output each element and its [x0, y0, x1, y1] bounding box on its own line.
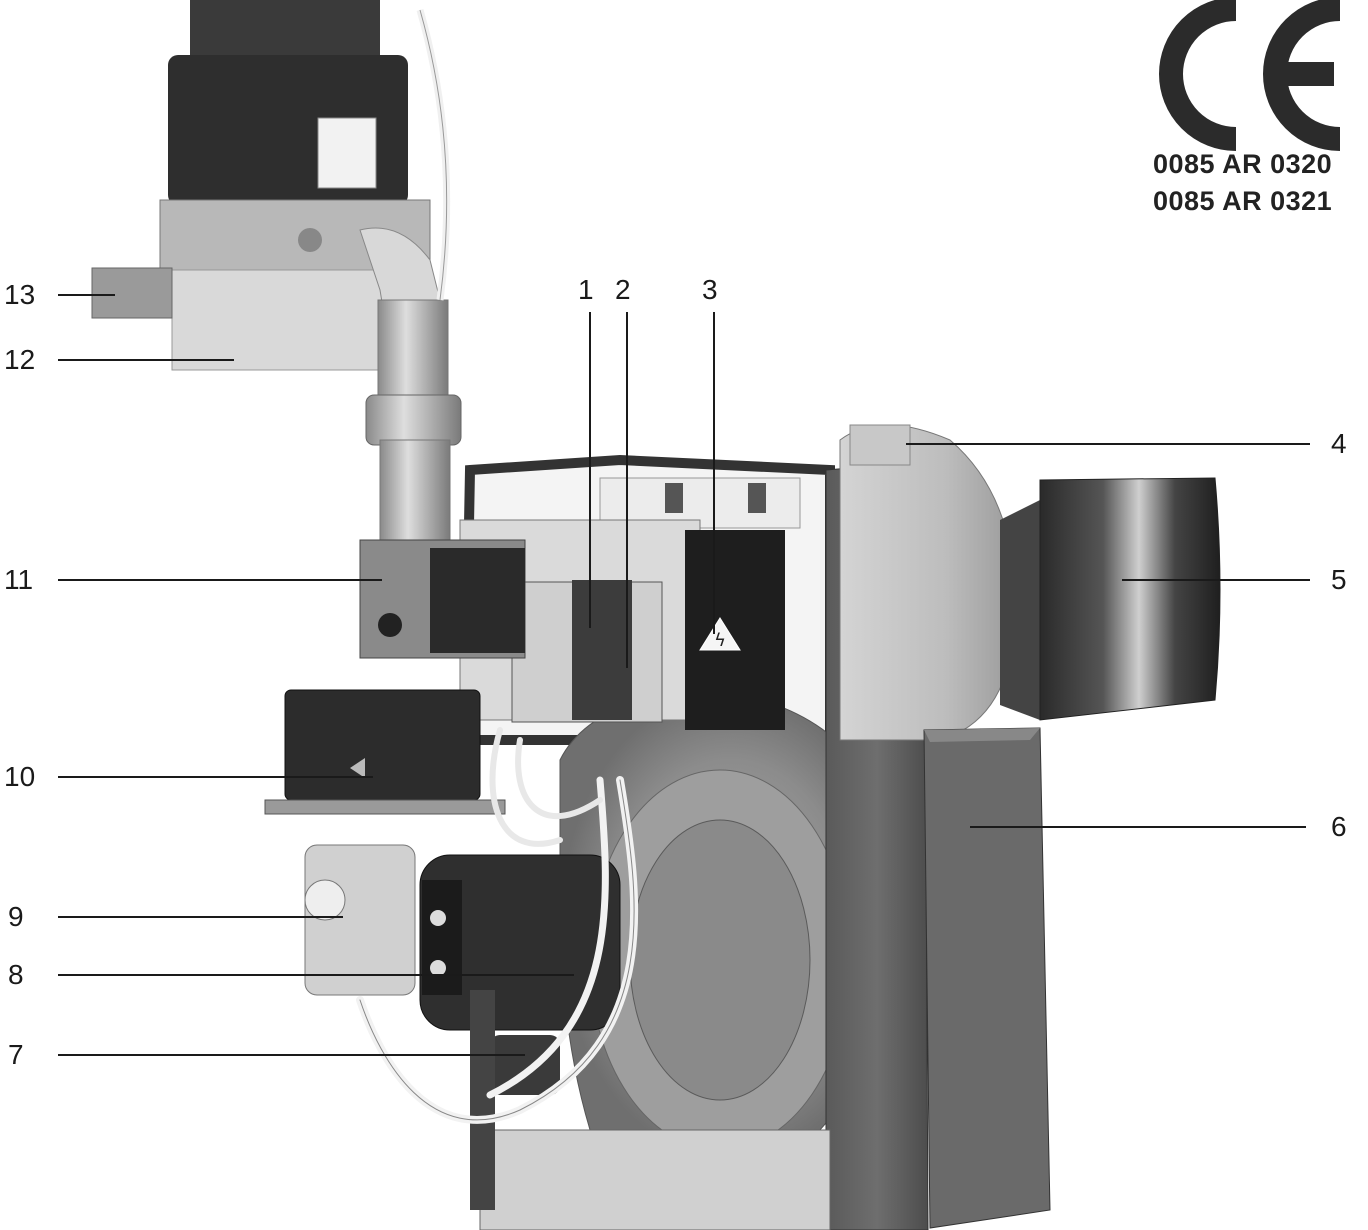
- motor-assembly: [304, 844, 621, 1210]
- gas-pipe: [359, 9, 462, 551]
- cables: [356, 727, 639, 1124]
- callout-5: 5: [1331, 564, 1347, 595]
- callout-13: 13: [4, 279, 36, 310]
- ignition-transformer: [685, 530, 785, 730]
- ignition-unit-7: [490, 1035, 560, 1095]
- flange-clip: [849, 424, 911, 466]
- callout-12: 12: [4, 344, 36, 375]
- callout-1: 1: [578, 274, 594, 305]
- callout-9: 9: [8, 901, 24, 932]
- connector-strip: [572, 580, 632, 720]
- warning-triangle-icon: [699, 617, 741, 651]
- cover-side: [923, 727, 1051, 1229]
- callout-7: 7: [8, 1039, 24, 1070]
- frame-leg: [470, 990, 495, 1210]
- callout-4: 4: [1331, 428, 1347, 459]
- pressure-switch-gas: [91, 267, 173, 319]
- callout-6: 6: [1331, 811, 1347, 842]
- svg-text:ϟ: ϟ: [714, 630, 726, 651]
- valve-screw: [298, 228, 322, 252]
- burner-cover: [923, 727, 1051, 1229]
- blast-tube-assembly: [839, 424, 1221, 741]
- pressure-dial-icon: [304, 879, 346, 921]
- arrow-icon: [350, 758, 365, 778]
- servo-box: [284, 689, 481, 801]
- callout-10: 10: [4, 761, 36, 792]
- callout-2: 2: [615, 274, 631, 305]
- callout-8: 8: [8, 959, 24, 990]
- burner-flange: [839, 424, 1016, 741]
- ce-mark-logo: [1159, 0, 1341, 151]
- callout-11: 11: [4, 564, 34, 595]
- tube-collar: [1000, 500, 1040, 720]
- ce-approval-code-1: 0085 AR 0320: [1153, 149, 1333, 179]
- callout-3: 3: [702, 274, 718, 305]
- actuator-10: [264, 689, 506, 815]
- control-area: ϟ: [359, 477, 801, 730]
- ce-approval-code-2: 0085 AR 0321: [1153, 186, 1333, 216]
- leader-lines: [58, 294, 1310, 1056]
- ce-letter-c: [1159, 0, 1237, 151]
- valve-label-plate: [317, 117, 377, 189]
- reset-button-icon: [378, 613, 402, 637]
- gas-valve-assembly: [91, 0, 431, 371]
- blast-tube: [1039, 477, 1221, 721]
- fan-motor: [419, 854, 621, 1031]
